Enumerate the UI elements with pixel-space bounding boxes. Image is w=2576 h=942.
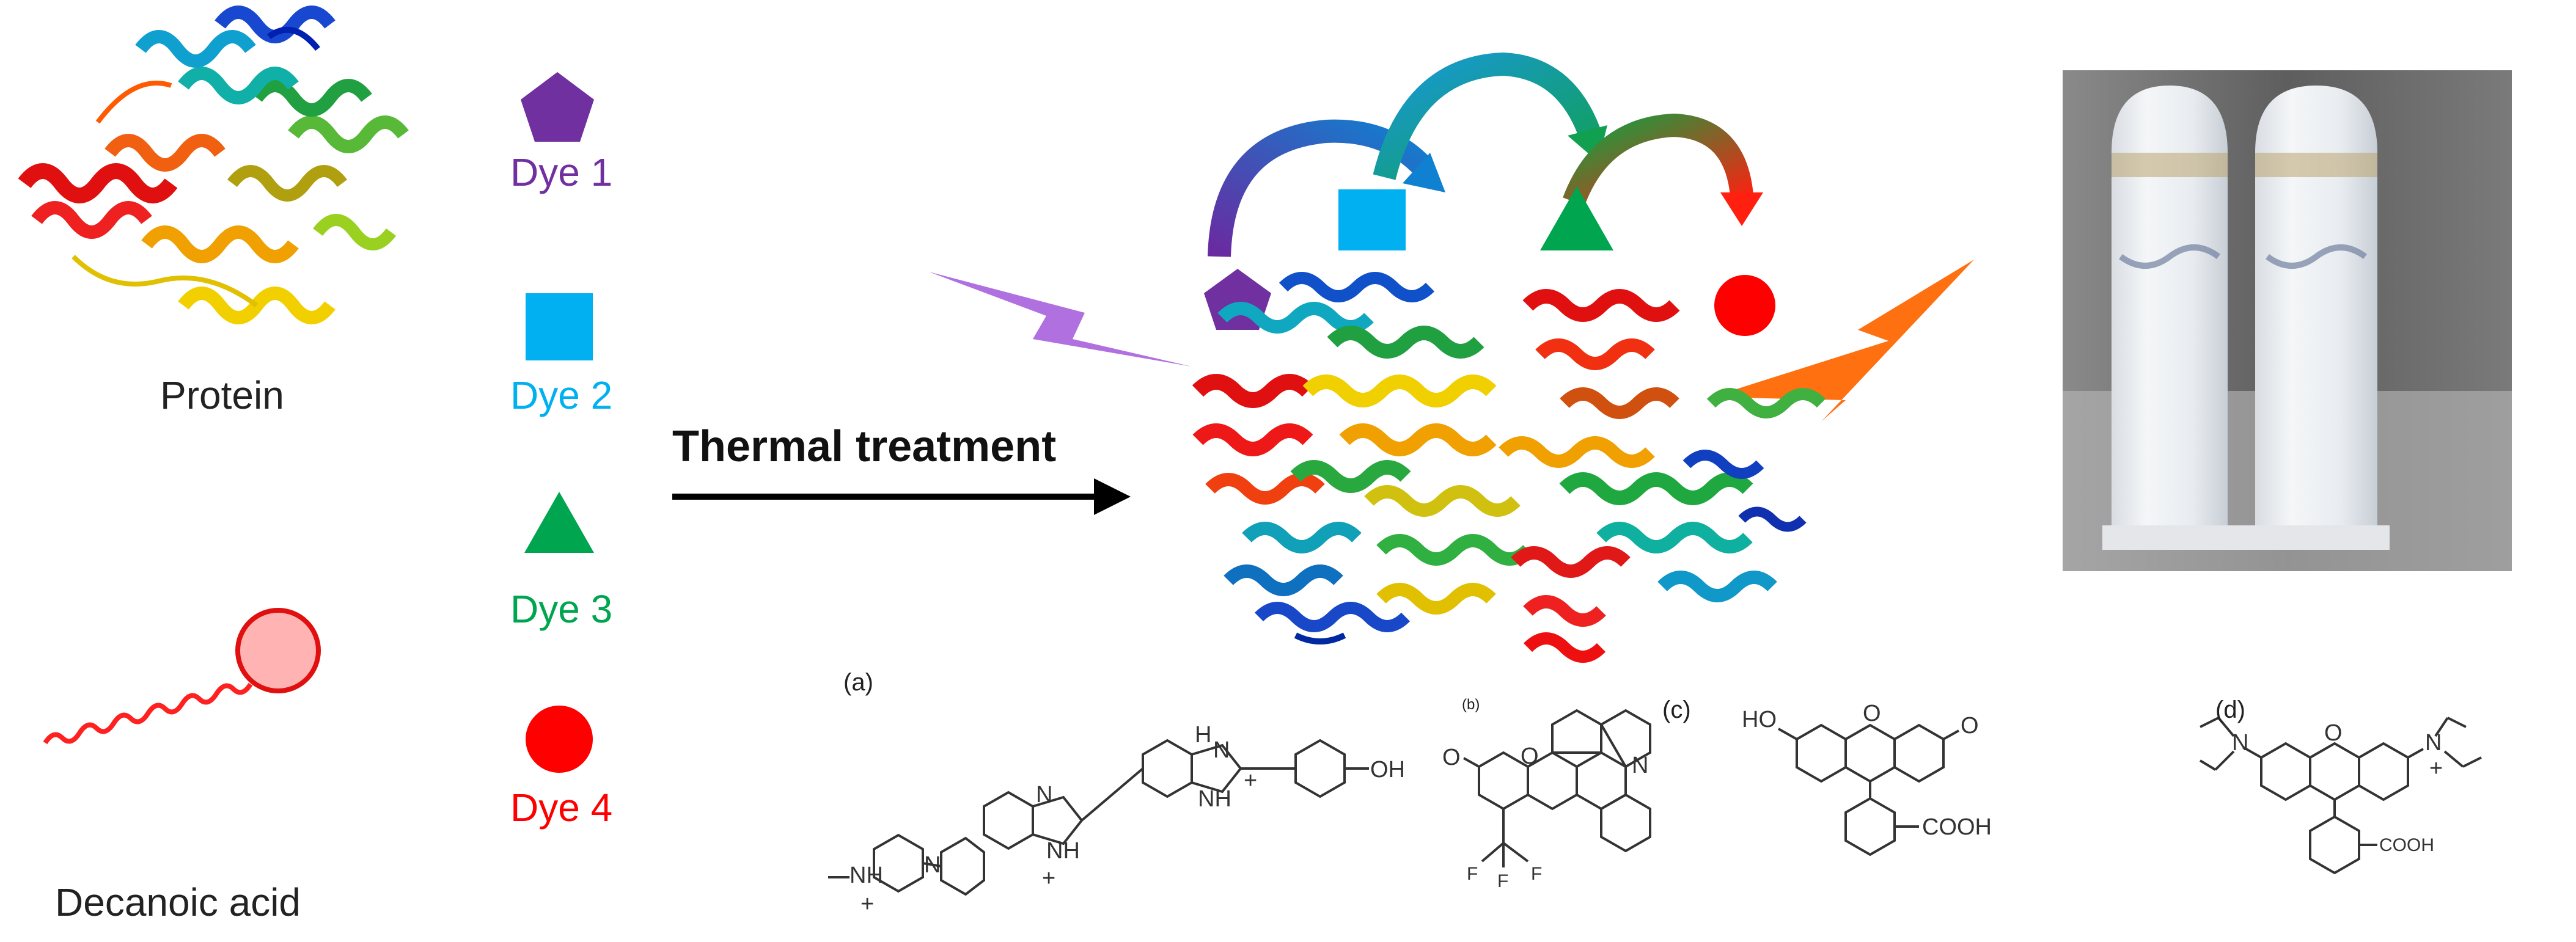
- thermal-treatment-arrow: [672, 478, 1131, 515]
- structure-b: [1463, 709, 1651, 867]
- structure-c: [1778, 723, 1959, 856]
- structure-c-o2-label: O: [1961, 713, 1979, 739]
- protein-assembly-icon: [1192, 272, 1826, 663]
- panel-b-label: (b): [1462, 696, 1480, 713]
- structure-a-oh-label: OH: [1370, 757, 1405, 783]
- composite-dye4-icon: [1714, 275, 1775, 336]
- structure-a-n2-label: N: [1036, 782, 1052, 808]
- panel-d-label: (d): [2215, 696, 2245, 723]
- structure-a-h-label: H: [1195, 722, 1211, 748]
- dye4-circle-icon: [526, 706, 593, 773]
- dye4-label: Dye 4: [510, 786, 613, 830]
- structure-d-plus-label: +: [2429, 756, 2443, 781]
- structure-d-o-label: O: [2324, 720, 2343, 746]
- dye1-label: Dye 1: [510, 150, 613, 194]
- composite-dye3-icon: [1540, 186, 1613, 250]
- dye3-triangle-icon: [524, 492, 594, 553]
- structure-a-n-label: N: [924, 852, 941, 878]
- structure-a-plus2-label: +: [1042, 866, 1055, 891]
- structure-d: [2199, 717, 2482, 875]
- vials-photo: [2063, 70, 2512, 571]
- structure-a-nh-label: NH: [849, 863, 883, 888]
- excitation-flash-icon: [929, 272, 1192, 367]
- structure-a: [828, 739, 1369, 896]
- dye2-label: Dye 2: [510, 373, 613, 417]
- structure-b-o2-label: O: [1521, 743, 1539, 769]
- structure-a-nh2-label: NH: [1046, 838, 1080, 864]
- decanoic-acid-icon: [43, 608, 321, 745]
- dye2-square-icon: [526, 293, 593, 360]
- structure-a-plus-label: +: [861, 891, 874, 917]
- structure-d-cooh-label: COOH: [2379, 835, 2434, 855]
- panel-a-label: (a): [843, 669, 873, 696]
- structure-d-n-label: N: [2232, 730, 2248, 756]
- dye3-label: Dye 3: [510, 587, 613, 631]
- structure-c-ho-label: HO: [1742, 707, 1777, 732]
- structure-d-n2-label: N: [2425, 730, 2442, 756]
- protein-structure-icon: [18, 5, 409, 324]
- structure-c-o-label: O: [1863, 701, 1881, 726]
- structure-b-f2-label: F: [1497, 871, 1508, 891]
- structure-a-plus3-label: +: [1244, 768, 1257, 794]
- structure-b-n-label: N: [1632, 753, 1648, 778]
- dye1-pentagon-icon: [521, 72, 594, 142]
- structure-c-cooh-label: COOH: [1922, 814, 1992, 840]
- structure-a-n3-label: N: [1213, 737, 1230, 763]
- energy-transfer-arrows: [1208, 52, 1763, 257]
- structure-a-nh3-label: NH: [1198, 786, 1231, 812]
- decanoic-acid-label: Decanoic acid: [55, 880, 301, 924]
- protein-label: Protein: [160, 373, 284, 417]
- structure-b-f3-label: F: [1531, 864, 1542, 884]
- structure-b-o-label: O: [1442, 745, 1461, 770]
- structure-b-f1-label: F: [1467, 864, 1478, 884]
- panel-c-label: (c): [1662, 696, 1691, 723]
- thermal-treatment-label: Thermal treatment: [672, 422, 1057, 471]
- composite-dye2-icon: [1338, 189, 1406, 250]
- emission-flash-icon: [1711, 260, 1974, 422]
